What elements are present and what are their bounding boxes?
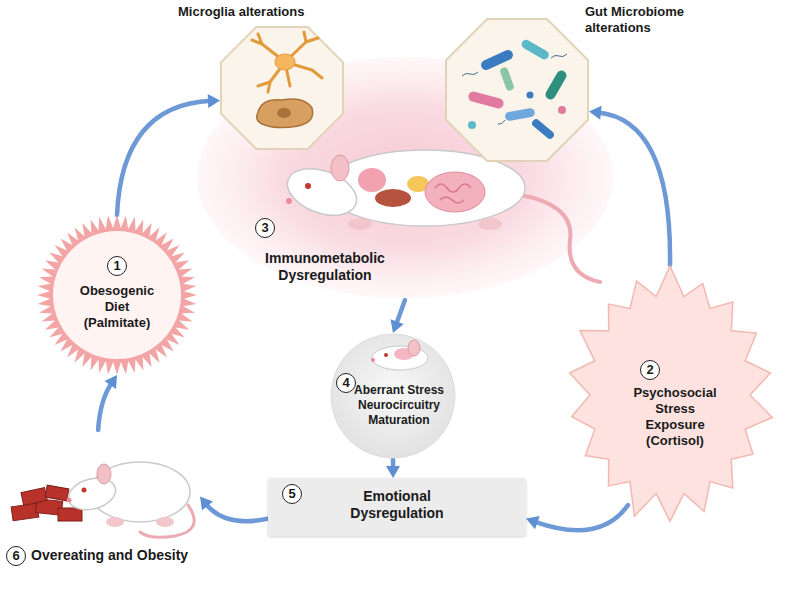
flow-arrow bbox=[98, 375, 117, 430]
flow-arrow bbox=[391, 300, 406, 333]
node-label: Gut Microbiome alterations bbox=[585, 4, 697, 36]
flow-arrow bbox=[526, 505, 628, 530]
microbiome-panel: Gut Microbiome alterations bbox=[445, 18, 589, 162]
oct-outline bbox=[220, 26, 344, 150]
stress-star: 2Psychosocial Stress Exposure (Cortisol) bbox=[565, 265, 775, 525]
flow-arrow bbox=[386, 459, 400, 478]
gut-bacteria-illustration bbox=[445, 18, 589, 162]
outcome-figure: 6 Overeating and Obesity bbox=[4, 430, 200, 578]
oct-outline bbox=[445, 18, 589, 162]
node-label: Immunometabolic Dysregulation bbox=[250, 250, 400, 284]
diet-burst: 1Obesogenic Diet (Palmitate) bbox=[37, 215, 197, 375]
callout-number: 1 bbox=[107, 256, 127, 276]
callout-number: 6 bbox=[6, 546, 26, 566]
node-label: Aberrant Stress Neurocircuitry Maturatio… bbox=[350, 383, 448, 428]
node-label: Emotional Dysregulation bbox=[327, 488, 467, 522]
callout-number: 3 bbox=[255, 218, 275, 238]
node-label: Obesogenic Diet (Palmitate) bbox=[71, 283, 163, 331]
process-box: 5 Emotional Dysregulation bbox=[268, 478, 526, 536]
node-label: Psychosocial Stress Exposure (Cortisol) bbox=[624, 385, 726, 449]
neurocircuitry-circle: 4Aberrant Stress Neurocircuitry Maturati… bbox=[330, 333, 456, 459]
microglia-illustration bbox=[220, 26, 344, 150]
callout-number: 4 bbox=[336, 373, 356, 393]
microglia-panel: Microglia alterations bbox=[220, 26, 344, 150]
callout-number: 2 bbox=[640, 360, 660, 380]
flow-arrow bbox=[200, 497, 268, 522]
callout-number: 5 bbox=[282, 484, 302, 504]
node-label: Overeating and Obesity bbox=[31, 547, 188, 564]
node-label: Microglia alterations bbox=[178, 4, 304, 20]
